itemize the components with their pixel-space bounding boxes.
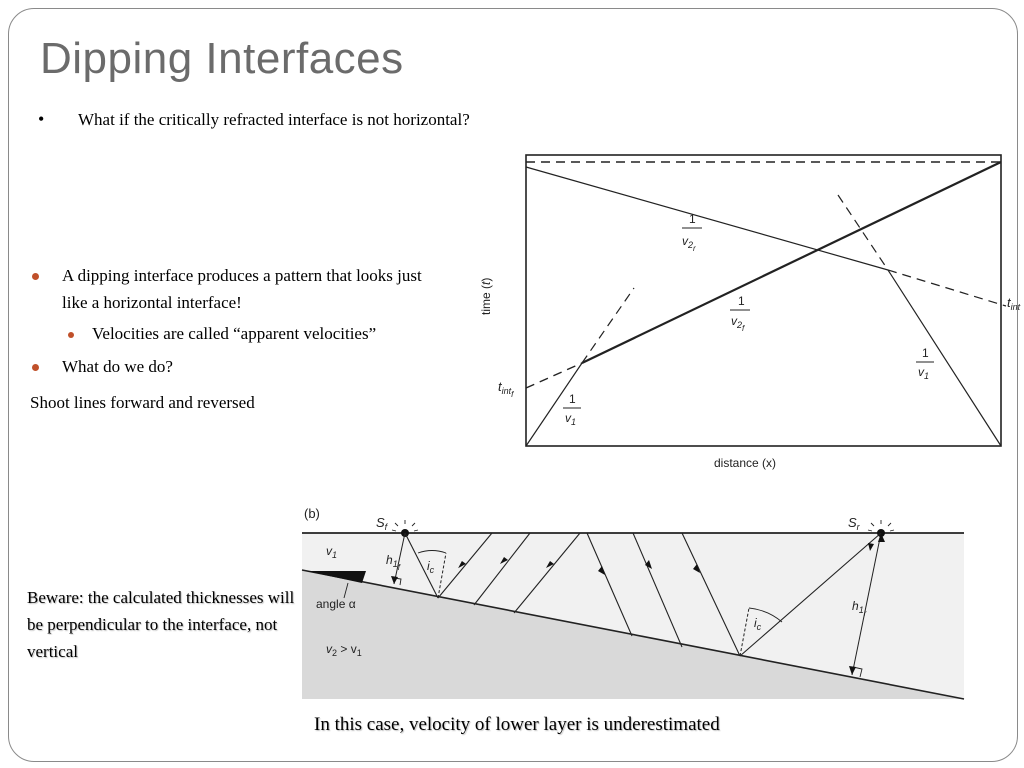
v2-label: v2 > v1	[326, 642, 362, 658]
line-1-over-v1-reverse-dashed	[837, 194, 889, 271]
label-1-over-v1-right: 1 v1	[916, 346, 934, 381]
normal-reverse	[851, 532, 882, 676]
panel-label: (b)	[304, 506, 320, 521]
arrow-h1f	[391, 576, 398, 584]
right-angle-reverse	[852, 666, 863, 678]
svg-text:1: 1	[689, 212, 696, 226]
reverse-ray-arrows	[598, 543, 874, 575]
line-1-over-v1-forward-dashed	[581, 287, 635, 364]
plain-text: Shoot lines forward and reversed	[30, 393, 255, 412]
graph-frame	[525, 154, 1002, 447]
reverse-rays	[586, 532, 882, 657]
bullet-item: What do we do?	[30, 353, 450, 380]
sub-bullet-item: Velocities are called “apparent velociti…	[30, 320, 450, 347]
ic-label-forward: ic	[427, 559, 435, 575]
ic-label-reverse: ic	[754, 616, 762, 632]
line-1-over-v2r-dashed	[887, 269, 1007, 307]
slide-title: Dipping Interfaces	[40, 34, 404, 83]
v1-label: v1	[326, 544, 337, 560]
sr-label: Sr	[848, 515, 861, 532]
bullet-text: What do we do?	[62, 357, 173, 376]
angle-label: angle α	[316, 597, 356, 611]
label-1-over-v2r: 1 v2r	[682, 212, 702, 253]
angle-pointer	[343, 582, 349, 599]
bullet-text: Velocities are called “apparent velociti…	[92, 324, 377, 343]
sf-label: Sf	[376, 515, 389, 532]
dip-angle-wedge	[306, 571, 366, 583]
beware-note: Beware: the calculated thicknesses will …	[27, 588, 295, 661]
bullet-dot-icon	[68, 332, 74, 338]
line-1-over-v2f-dashed	[525, 362, 583, 389]
ic-arc-forward	[417, 550, 447, 554]
dipping-layer-diagram: (b) Sf Sr	[301, 506, 965, 700]
diagram-caption: In this case, velocity of lower layer is…	[314, 714, 720, 735]
forward-ray-arrows	[458, 557, 554, 569]
line-1-over-v2r	[525, 166, 889, 271]
svg-text:v2f: v2f	[731, 314, 745, 333]
svg-text:1: 1	[569, 392, 576, 406]
travel-time-graph: time (t) distance (x) 1 v2r 1 v2f 1 v1 1…	[479, 154, 1021, 470]
label-1-over-v1-left: 1 v1	[563, 392, 581, 427]
bullet-list: A dipping interface produces a pattern t…	[30, 262, 450, 416]
bullet-item: A dipping interface produces a pattern t…	[30, 262, 450, 316]
t-int-r-label: tint	[1007, 295, 1021, 312]
ic-arc-reverse	[748, 607, 783, 623]
svg-text:v1: v1	[565, 411, 576, 427]
bullet-text: A dipping interface produces a pattern t…	[62, 266, 422, 312]
bullet-dot-icon	[32, 273, 39, 280]
line-1-over-v1-forward	[525, 362, 583, 447]
h1r-label: h1r	[852, 599, 867, 618]
x-axis-label: distance (x)	[714, 456, 776, 470]
forward-rays	[404, 532, 581, 614]
normal-forward	[393, 532, 406, 585]
svg-text:1: 1	[738, 294, 745, 308]
dashed-normal-reverse	[739, 607, 750, 657]
label-1-over-v2f: 1 v2f	[730, 294, 750, 333]
t-int-f-label: tintf	[498, 379, 514, 399]
svg-text:1: 1	[922, 346, 929, 360]
arrow-h1r-bottom	[849, 666, 856, 675]
h1f-label: h1f	[386, 553, 401, 572]
arrow-h1r-top	[878, 533, 885, 542]
dashed-normal-forward	[437, 552, 447, 599]
line-1-over-v1-reverse	[887, 269, 1002, 447]
svg-text:v1: v1	[918, 365, 929, 381]
line-1-over-v2f	[581, 161, 1002, 364]
svg-text:v2r: v2r	[682, 234, 696, 253]
bullet-dot-icon	[32, 364, 39, 371]
bullet-dot-icon: •	[38, 109, 45, 129]
interface-line	[301, 569, 965, 700]
y-axis-label: time (t)	[479, 278, 493, 315]
intro-bullet-text: What if the critically refracted interfa…	[78, 110, 470, 129]
